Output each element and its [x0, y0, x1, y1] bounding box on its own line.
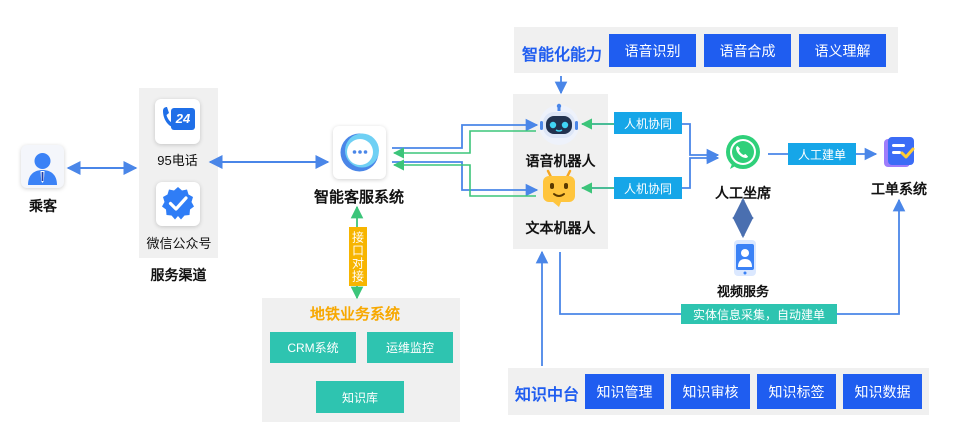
channels-title: 服务渠道 — [150, 267, 207, 283]
text-robot-node[interactable] — [539, 168, 579, 208]
metro-title: 地铁业务系统 — [310, 306, 401, 323]
phone-channel[interactable]: 24 — [155, 99, 200, 144]
knowledge-item-review[interactable]: 知识审核 — [671, 374, 750, 409]
chat-bubble-icon — [340, 133, 379, 172]
video-call-icon — [725, 238, 765, 278]
text-robot-label: 文本机器人 — [525, 220, 596, 236]
metro-item-monitoring[interactable]: 运维监控 — [367, 332, 453, 363]
cs-system-node[interactable] — [333, 126, 386, 179]
phone-channel-label: 95电话 — [157, 153, 198, 168]
passenger-icon — [28, 153, 57, 185]
ai-title: 智能化能力 — [522, 47, 603, 64]
arrow-voice-robot-cs — [392, 130, 536, 159]
cs-system-label: 智能客服系统 — [313, 189, 404, 206]
arrow-cs-voice-robot — [392, 118, 539, 149]
arrow-cs-text-robot — [392, 161, 539, 197]
video-service-label: 视频服务 — [716, 284, 769, 299]
agent-label: 人工坐席 — [715, 185, 771, 201]
knowledge-item-data[interactable]: 知识数据 — [843, 374, 922, 409]
manual-ticket-tag: 人工建单 — [788, 143, 856, 165]
collab-tag-text: 人机协同 — [614, 177, 682, 199]
agent-node[interactable] — [720, 130, 766, 176]
metro-item-knowledge-base[interactable]: 知识库 — [316, 381, 404, 413]
ai-item-speech-recognition[interactable]: 语音识别 — [609, 34, 696, 67]
phone-icon-text: 24 — [175, 111, 191, 126]
verified-badge-icon — [162, 187, 194, 220]
wechat-channel-label: 微信公众号 — [146, 236, 212, 251]
collab-tag-voice: 人机协同 — [614, 112, 682, 134]
interface-bar: 接口对接 — [349, 227, 367, 286]
ticket-icon — [879, 132, 919, 172]
ai-item-speech-synthesis[interactable]: 语音合成 — [704, 34, 791, 67]
voice-robot-label: 语音机器人 — [525, 153, 596, 169]
voice-robot-node[interactable] — [537, 103, 581, 147]
phone-24h-icon — [160, 104, 195, 139]
auto-ticket-tag: 实体信息采集，自动建单 — [681, 304, 837, 324]
ticket-system-label: 工单系统 — [871, 181, 927, 197]
wechat-channel[interactable] — [156, 182, 200, 226]
knowledge-title: 知识中台 — [515, 387, 580, 404]
passenger-node — [21, 145, 64, 188]
text-robot-icon — [543, 169, 575, 207]
arrow-text-robot-cs — [392, 159, 536, 197]
knowledge-item-tags[interactable]: 知识标签 — [757, 374, 836, 409]
ticket-system-node[interactable] — [878, 131, 920, 173]
passenger-label: 乘客 — [29, 198, 57, 214]
knowledge-item-management[interactable]: 知识管理 — [585, 374, 664, 409]
ai-item-semantic-understanding[interactable]: 语义理解 — [799, 34, 886, 67]
chat-phone-icon — [721, 131, 765, 175]
video-service-node[interactable] — [724, 237, 766, 279]
voice-robot-icon — [539, 103, 579, 145]
metro-item-crm[interactable]: CRM系统 — [270, 332, 356, 363]
